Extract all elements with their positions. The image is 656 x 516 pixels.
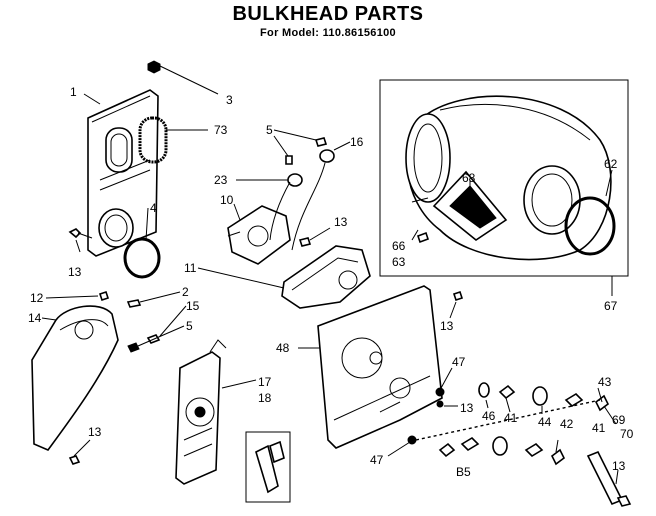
callout-13: 13 [612, 459, 626, 473]
callout-labels: 1 3 73 4 13 5 16 23 10 13 11 12 2 15 5 1… [28, 85, 634, 479]
callout-13: 13 [88, 425, 102, 439]
control-bracket [175, 339, 227, 485]
callout-17: 17 [258, 375, 272, 389]
idler-arm [586, 450, 632, 507]
callout-4: 4 [150, 201, 157, 215]
callout-1: 1 [70, 85, 77, 99]
bearing-23 [287, 173, 303, 187]
callout-5: 5 [186, 319, 193, 333]
door-seal-gasket [138, 116, 168, 164]
callout-10: 10 [220, 193, 234, 207]
screw-13-left [68, 228, 93, 239]
callout-3: 3 [226, 93, 233, 107]
model-number: For Model: 110.86156100 [260, 27, 396, 39]
callout-16: 16 [350, 135, 364, 149]
roller-assemblies [407, 382, 610, 466]
callout-66: 66 [392, 239, 406, 253]
wire-harness [269, 162, 326, 251]
callout-44: 44 [538, 415, 552, 429]
exhaust-duct [31, 305, 119, 451]
baffle-screws [416, 231, 430, 244]
callout-41: 41 [592, 421, 606, 435]
callout-13: 13 [440, 319, 454, 333]
rear-bulkhead [317, 285, 443, 449]
wire-connector-box [245, 431, 291, 503]
ring-seal [123, 237, 161, 279]
callout-41: 41 [504, 411, 518, 425]
callout-69: 69 [612, 413, 626, 427]
front-bulkhead-panel [87, 89, 159, 257]
screw-13-bulkhead [452, 290, 464, 302]
callout-2: 2 [182, 285, 189, 299]
callout-70: 70 [620, 427, 634, 441]
callout-11: 11 [184, 261, 197, 275]
callout-13: 13 [68, 265, 82, 279]
diagram-title: BULKHEAD PARTS [232, 3, 424, 25]
drum-seal-ring [564, 196, 616, 256]
blower-housing [281, 245, 371, 309]
callout-18: 18 [258, 391, 272, 405]
drum-baffle [432, 170, 508, 241]
clip-16 [319, 149, 335, 163]
callout-14: 14 [28, 311, 42, 325]
screw-13-motor [298, 237, 312, 247]
callout-42: 42 [560, 417, 574, 431]
callout-62: 62 [604, 157, 618, 171]
callout-68: 68 [462, 171, 476, 185]
nut [147, 60, 161, 74]
callout-48: 48 [276, 341, 290, 355]
screws-5-top [285, 137, 328, 165]
callout-23: 23 [214, 173, 228, 187]
drum-assembly-box [379, 79, 629, 277]
footer-code: B5 [456, 465, 471, 479]
screw-13-duct [68, 455, 81, 465]
callout-43: 43 [598, 375, 612, 389]
callout-13: 13 [334, 215, 348, 229]
leader-lines [41, 65, 619, 485]
drum [405, 95, 612, 261]
callout-47: 47 [452, 355, 466, 369]
callout-15: 15 [186, 299, 200, 313]
callout-13: 13 [460, 401, 474, 415]
callout-46: 46 [482, 409, 496, 423]
callout-12: 12 [30, 291, 44, 305]
callout-47: 47 [370, 453, 384, 467]
callout-73: 73 [214, 123, 228, 137]
callout-5: 5 [266, 123, 273, 137]
callout-63: 63 [392, 255, 406, 269]
blower-wheel [227, 205, 291, 265]
callout-67: 67 [604, 299, 618, 313]
